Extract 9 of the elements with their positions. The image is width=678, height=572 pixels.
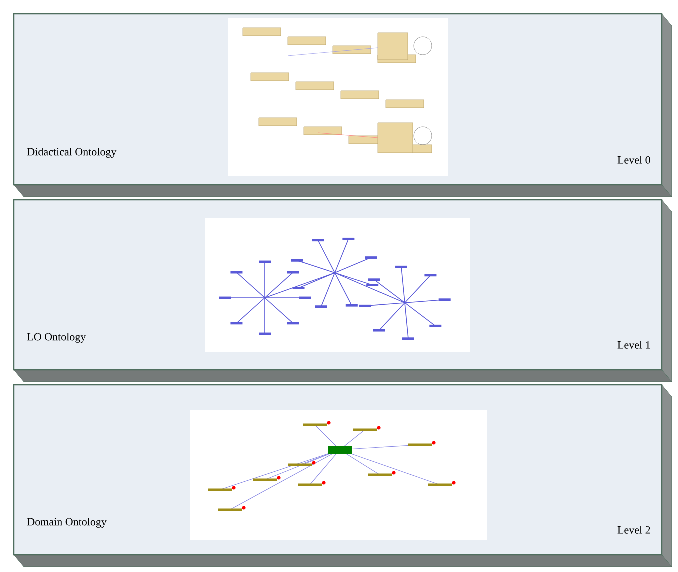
layer-slab (13, 384, 672, 568)
level-number: Level 0 (618, 156, 650, 164)
level-name: Didactical Ontology (28, 148, 117, 158)
level-name: Domain Ontology (28, 518, 107, 528)
layer-slab (13, 13, 672, 198)
level-name: LO Ontology (28, 333, 86, 343)
level-number: Level 2 (618, 526, 650, 534)
layer-slab (13, 199, 672, 382)
level-number: Level 1 (618, 341, 650, 349)
